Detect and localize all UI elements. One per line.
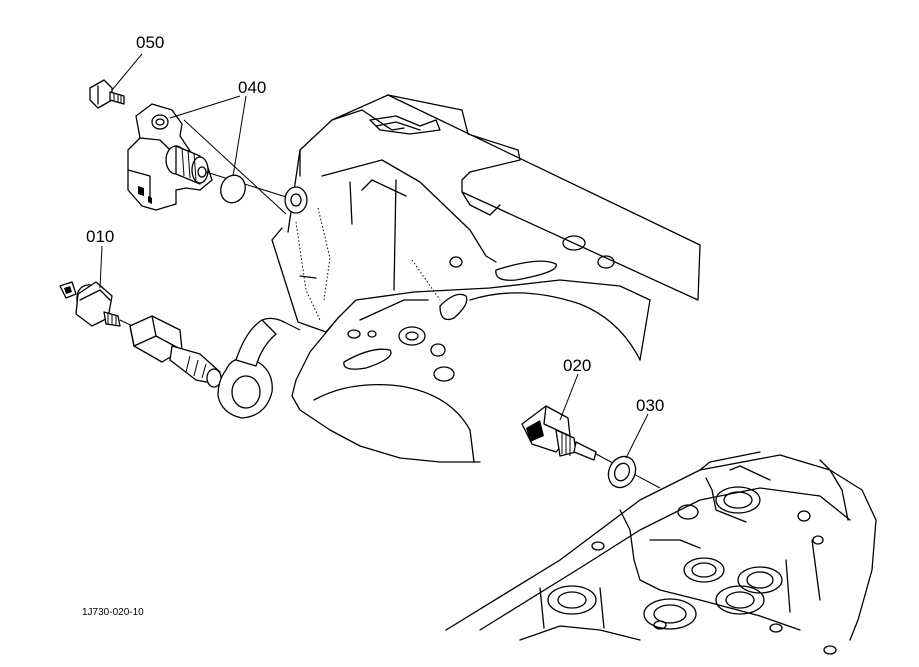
- pressure-switch-assembly: [59, 281, 301, 419]
- callout-050: 050: [136, 33, 164, 52]
- temp-sensor-assembly: [521, 405, 661, 489]
- engine-housing: [271, 94, 701, 463]
- callout-040: 040: [238, 78, 266, 97]
- leader-lines: [99, 53, 649, 459]
- callout-010: 010: [86, 227, 114, 246]
- callout-020: 020: [563, 356, 591, 375]
- callout-030: 030: [636, 396, 664, 415]
- figure-code: 1J730-020-10: [82, 607, 144, 618]
- cylinder-head: [445, 451, 877, 655]
- sensor-bracket-assembly: [89, 79, 308, 215]
